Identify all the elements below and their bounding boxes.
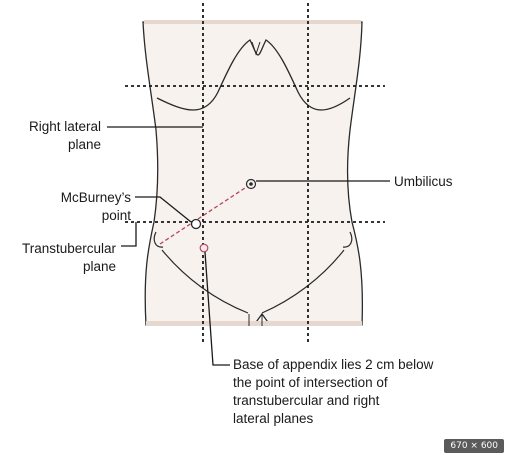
left-inguinal-fold xyxy=(261,249,345,314)
mcburney-point-marker xyxy=(190,218,202,230)
torso-top-edge xyxy=(144,20,361,24)
label-appendix-line3: transtubercular and right xyxy=(233,393,380,408)
label-transtubercular-line2: plane xyxy=(82,259,116,274)
label-transtubercular-plane: Transtubercular plane xyxy=(0,240,116,276)
label-appendix-line4: lateral planes xyxy=(233,411,314,426)
spino-umbilical-line xyxy=(159,183,252,245)
label-mcburney-point: McBurney’s point xyxy=(10,189,131,225)
label-base-of-appendix: Base of appendix lies 2 cm below the poi… xyxy=(233,356,433,428)
leader-mcburney xyxy=(135,196,192,223)
label-right-lateral-line2: plane xyxy=(67,137,101,152)
left-iliac-spine xyxy=(342,231,353,248)
right-iliac-spine xyxy=(153,231,164,248)
torso-outline xyxy=(142,21,364,326)
label-right-lateral-line1: Right lateral xyxy=(28,119,101,134)
leader-transtubercular xyxy=(121,222,137,247)
pubic-detail xyxy=(248,314,263,326)
appendix-base-marker xyxy=(199,243,209,253)
label-mcburney-line2: point xyxy=(101,208,131,223)
label-umbilicus: Umbilicus xyxy=(394,174,453,189)
right-inguinal-fold xyxy=(161,249,249,314)
label-appendix-line2: the point of intersection of xyxy=(233,375,388,390)
leader-appendix xyxy=(204,251,230,366)
label-right-lateral-plane: Right lateral plane xyxy=(10,118,101,154)
umbilicus-center xyxy=(249,182,253,186)
label-transtubercular-line1: Transtubercular xyxy=(21,241,116,256)
label-mcburney-line1: McBurney’s xyxy=(60,190,131,205)
torso-bottom-edge xyxy=(146,321,362,326)
image-size-badge: 670 × 600 xyxy=(444,439,504,453)
label-appendix-line1: Base of appendix lies 2 cm below xyxy=(233,357,434,372)
costal-margin xyxy=(156,39,351,111)
xiphoid-detail xyxy=(251,41,261,56)
